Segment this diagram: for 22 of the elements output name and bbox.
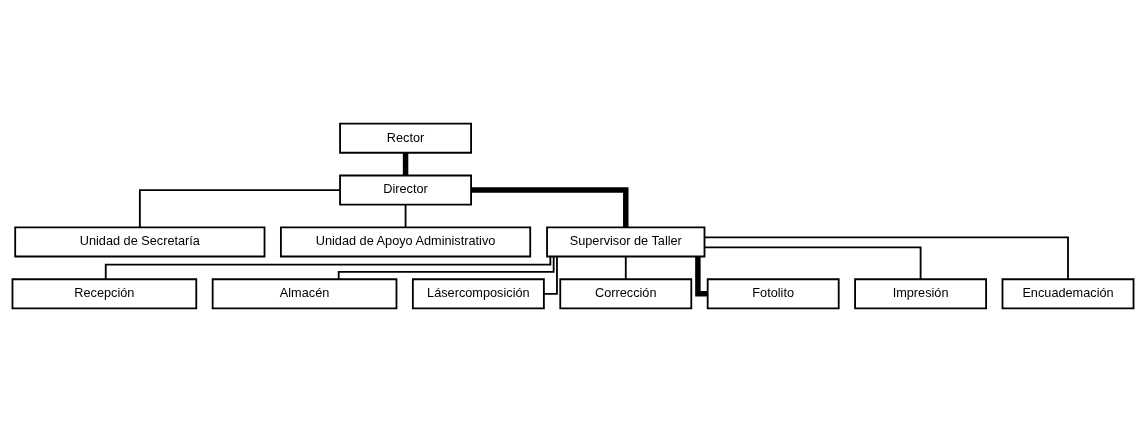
node-box: Corrección xyxy=(559,277,693,309)
node-box: Encuademación xyxy=(1001,277,1135,309)
node-box: Supervisor de Taller xyxy=(546,225,706,257)
node-box: Director xyxy=(339,174,472,206)
connector xyxy=(138,188,341,228)
node-box: Fotolito xyxy=(706,277,840,309)
connector xyxy=(695,256,708,297)
connector xyxy=(624,255,627,280)
connector xyxy=(543,255,558,295)
node-box: Almacén xyxy=(211,277,398,309)
node-box: Lásercomposición xyxy=(411,277,545,309)
connector xyxy=(703,235,1069,280)
node-box: Unidad de Apoyo Administrativo xyxy=(280,225,532,257)
connector xyxy=(703,246,922,280)
node-box: Recepción xyxy=(11,277,198,309)
connector xyxy=(404,203,407,228)
connector xyxy=(471,186,629,227)
node-box: Unidad de Secretaría xyxy=(14,225,266,257)
node-box: Impresión xyxy=(854,277,988,309)
connector xyxy=(402,152,409,175)
node-box: Rector xyxy=(339,122,472,154)
connector xyxy=(337,255,555,280)
